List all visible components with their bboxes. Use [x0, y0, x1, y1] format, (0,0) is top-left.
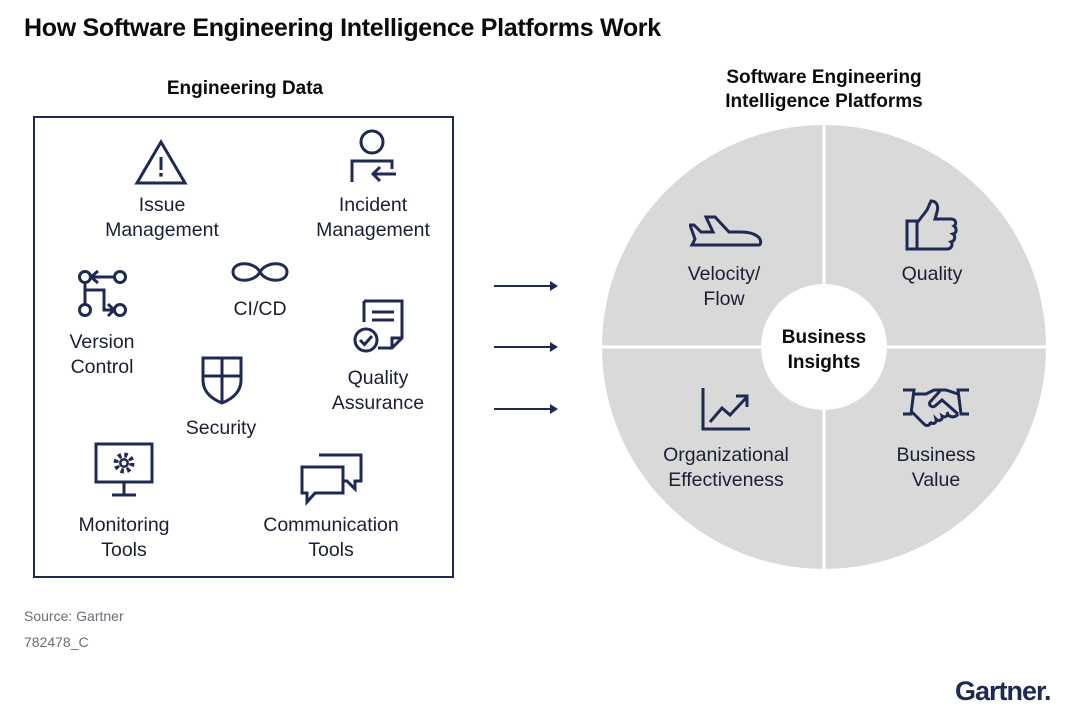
item-ci-cd: CI/CD [233, 298, 287, 320]
segment-organizational-effectiveness: Organizational Effectiveness [663, 444, 789, 491]
airplane-icon [689, 215, 763, 247]
item-version-control: Version Control [69, 331, 135, 378]
warning-triangle-icon [134, 139, 188, 185]
engineering-data-heading: Engineering Data [166, 78, 324, 99]
arrow-right-3 [494, 404, 558, 414]
shield-icon [201, 356, 243, 405]
page-title: How Software Engineering Intelligence Pl… [24, 14, 661, 42]
item-incident-management: Incident Management [316, 194, 430, 241]
person-arrow-icon [350, 129, 396, 183]
platforms-heading: Software Engineering Intelligence Platfo… [725, 67, 923, 112]
item-issue-management: Issue Management [105, 194, 219, 241]
segment-velocity-flow: Velocity/ Flow [687, 263, 761, 310]
center-business-insights: Business Insights [781, 327, 867, 373]
segment-business-value: Business Value [896, 444, 976, 491]
gartner-logo: Gartner. [955, 676, 1052, 706]
arrow-right-1 [494, 281, 558, 291]
figure-code: 782478_C [24, 634, 89, 650]
thumbs-up-icon [905, 199, 958, 251]
branch-icon [78, 269, 127, 318]
monitor-gear-icon [94, 442, 154, 497]
infinity-icon [231, 262, 289, 282]
chat-bubbles-icon [300, 453, 363, 506]
item-security: Security [185, 417, 257, 439]
item-quality-assurance: Quality Assurance [331, 367, 425, 414]
trend-chart-icon [701, 388, 750, 431]
document-check-icon [353, 299, 404, 353]
segment-quality: Quality [901, 263, 963, 285]
source-note: Source: Gartner [24, 608, 124, 624]
platform-wheel [601, 124, 1047, 570]
engineering-data-box [33, 116, 454, 578]
arrow-right-2 [494, 342, 558, 352]
item-communication-tools: Communication Tools [263, 514, 399, 561]
handshake-icon [903, 388, 969, 427]
item-monitoring-tools: Monitoring Tools [78, 514, 170, 561]
